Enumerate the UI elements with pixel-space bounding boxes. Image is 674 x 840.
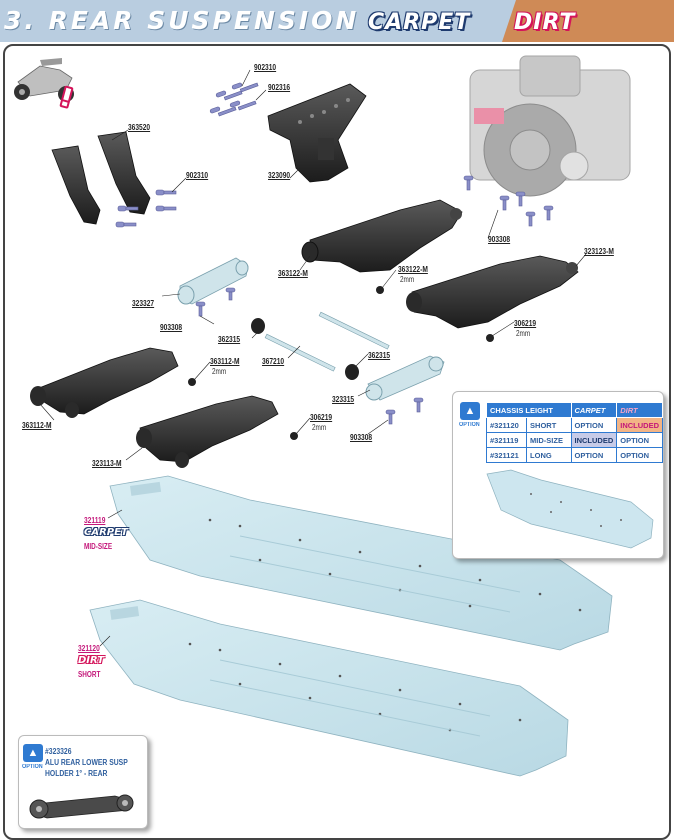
label-323315: 323315	[332, 394, 355, 404]
option-holder-box: ▲ OPTION #323326 ALU REAR LOWER SUSP HOL…	[18, 735, 148, 829]
label-363112-m-a-size: 2mm	[212, 367, 227, 376]
cell-dirt: OPTION	[616, 432, 663, 448]
shock-tower-323090	[267, 83, 367, 183]
thumbs-up-icon: ▲	[23, 744, 43, 762]
table-row: #321120 SHORT OPTION INCLUDED	[485, 417, 663, 433]
option-chassis-length-box: ▲ OPTION CHASSIS LEIGHT CARPET DIRT #321…	[452, 391, 664, 559]
table-row: #321121 LONG OPTION OPTION	[485, 447, 663, 463]
hinge-pin-upper	[318, 311, 390, 350]
screw-set-903308-gearbox	[463, 175, 554, 227]
thumbs-up-icon: ▲	[460, 402, 480, 420]
label-363112-m-a: 363112-M	[210, 356, 240, 366]
dirt-header-band	[502, 0, 674, 42]
table-header-row: CHASSIS LEIGHT CARPET DIRT	[486, 402, 663, 418]
label-306219-a: 306219	[514, 318, 537, 328]
label-903308-holder: 903308	[160, 322, 183, 332]
chassis-plate-321119	[109, 475, 613, 651]
warning-exclamation-icon	[59, 85, 74, 109]
bushing-362315-b	[345, 364, 359, 380]
alu-holder-thumbnail	[29, 794, 134, 819]
label-321119-size: MID-SIZE	[84, 542, 113, 551]
gearbox-assembly	[469, 55, 631, 197]
lower-arm-363112-m	[30, 347, 179, 418]
label-903308-lower: 903308	[350, 432, 373, 442]
label-363122-m-a: 363122-M	[278, 268, 308, 278]
wing-mount-363520	[51, 131, 151, 225]
cell-code: #321121	[485, 447, 528, 463]
label-902310-top: 902310	[254, 62, 277, 72]
cell-code: #321119	[485, 432, 528, 448]
page-title: 3. REAR SUSPENSION	[4, 6, 360, 35]
label-321120-dirt-logo: DIRT	[78, 655, 105, 666]
table-header-carpet: CARPET	[570, 402, 618, 418]
susp-holder-323327	[177, 257, 249, 305]
label-306219-b-size: 2mm	[312, 423, 327, 432]
label-321119-carpet-logo: CARPET	[84, 527, 128, 538]
screw-set-902310-top	[209, 82, 259, 117]
label-306219-a-size: 2mm	[516, 329, 531, 338]
cell-carpet: OPTION	[570, 417, 618, 433]
lower-arm-363122-m	[301, 199, 463, 273]
table-header-length: CHASSIS LEIGHT	[486, 402, 572, 418]
option-holder-code: #323326	[45, 747, 72, 756]
label-902316: 902316	[268, 82, 291, 92]
hinge-pin-367210	[264, 333, 336, 372]
cell-size: SHORT	[526, 417, 572, 433]
label-321119: 321119	[84, 515, 106, 525]
label-321120-size: SHORT	[78, 670, 101, 679]
chassis-plate-321120	[89, 599, 569, 777]
label-363520: 363520	[128, 122, 151, 132]
table-row: #321119 MID-SIZE INCLUDED OPTION	[485, 432, 663, 448]
label-363122-m-b: 363122-M	[398, 264, 428, 274]
cell-code: #321120	[485, 417, 528, 433]
dirt-logo: DIRT	[514, 10, 576, 35]
cell-carpet: INCLUDED	[570, 432, 618, 448]
car-thumbnail	[10, 56, 78, 108]
bushing-362315-a	[251, 318, 265, 334]
option-holder-line1: ALU REAR LOWER SUSP	[45, 758, 128, 767]
cell-size: MID-SIZE	[526, 432, 572, 448]
label-323327: 323327	[132, 298, 155, 308]
lower-arm-323123-m	[406, 255, 579, 329]
label-321120: 321120	[78, 643, 100, 653]
susp-holder-323315	[365, 355, 445, 401]
screw-set-902310-mounts	[115, 189, 177, 228]
option-icon-label: OPTION	[459, 422, 480, 428]
label-362315-a: 362315	[218, 334, 241, 344]
label-363122-m-b-size: 2mm	[400, 275, 415, 284]
screw-set-903308-lower	[385, 397, 424, 425]
label-323113-m: 323113-M	[92, 458, 122, 468]
option-icon-label: OPTION	[22, 764, 43, 770]
leader-lines	[39, 69, 587, 647]
option-holder-line2: HOLDER 1° - REAR	[45, 769, 108, 778]
cell-dirt: INCLUDED	[616, 417, 663, 433]
label-323090: 323090	[268, 170, 291, 180]
label-902310-mounts: 902310	[186, 170, 209, 180]
cell-dirt: OPTION	[616, 447, 663, 463]
long-chassis-thumbnail	[486, 469, 654, 549]
label-903308-gearbox: 903308	[488, 234, 511, 244]
label-363112-m-b: 363112-M	[22, 420, 52, 430]
table-header-dirt: DIRT	[616, 402, 663, 418]
carpet-logo: CARPET	[368, 10, 471, 35]
cell-carpet: OPTION	[570, 447, 618, 463]
lower-arm-323113-m	[136, 395, 279, 468]
label-362315-b: 362315	[368, 350, 391, 360]
option-holder-text: #323326 ALU REAR LOWER SUSP HOLDER 1° - …	[45, 746, 128, 779]
chassis-length-table: CHASSIS LEIGHT CARPET DIRT #321120 SHORT…	[485, 402, 663, 463]
label-323123-m: 323123-M	[584, 246, 614, 256]
cell-size: LONG	[526, 447, 572, 463]
label-306219-b: 306219	[310, 412, 333, 422]
label-367210: 367210	[262, 356, 285, 366]
